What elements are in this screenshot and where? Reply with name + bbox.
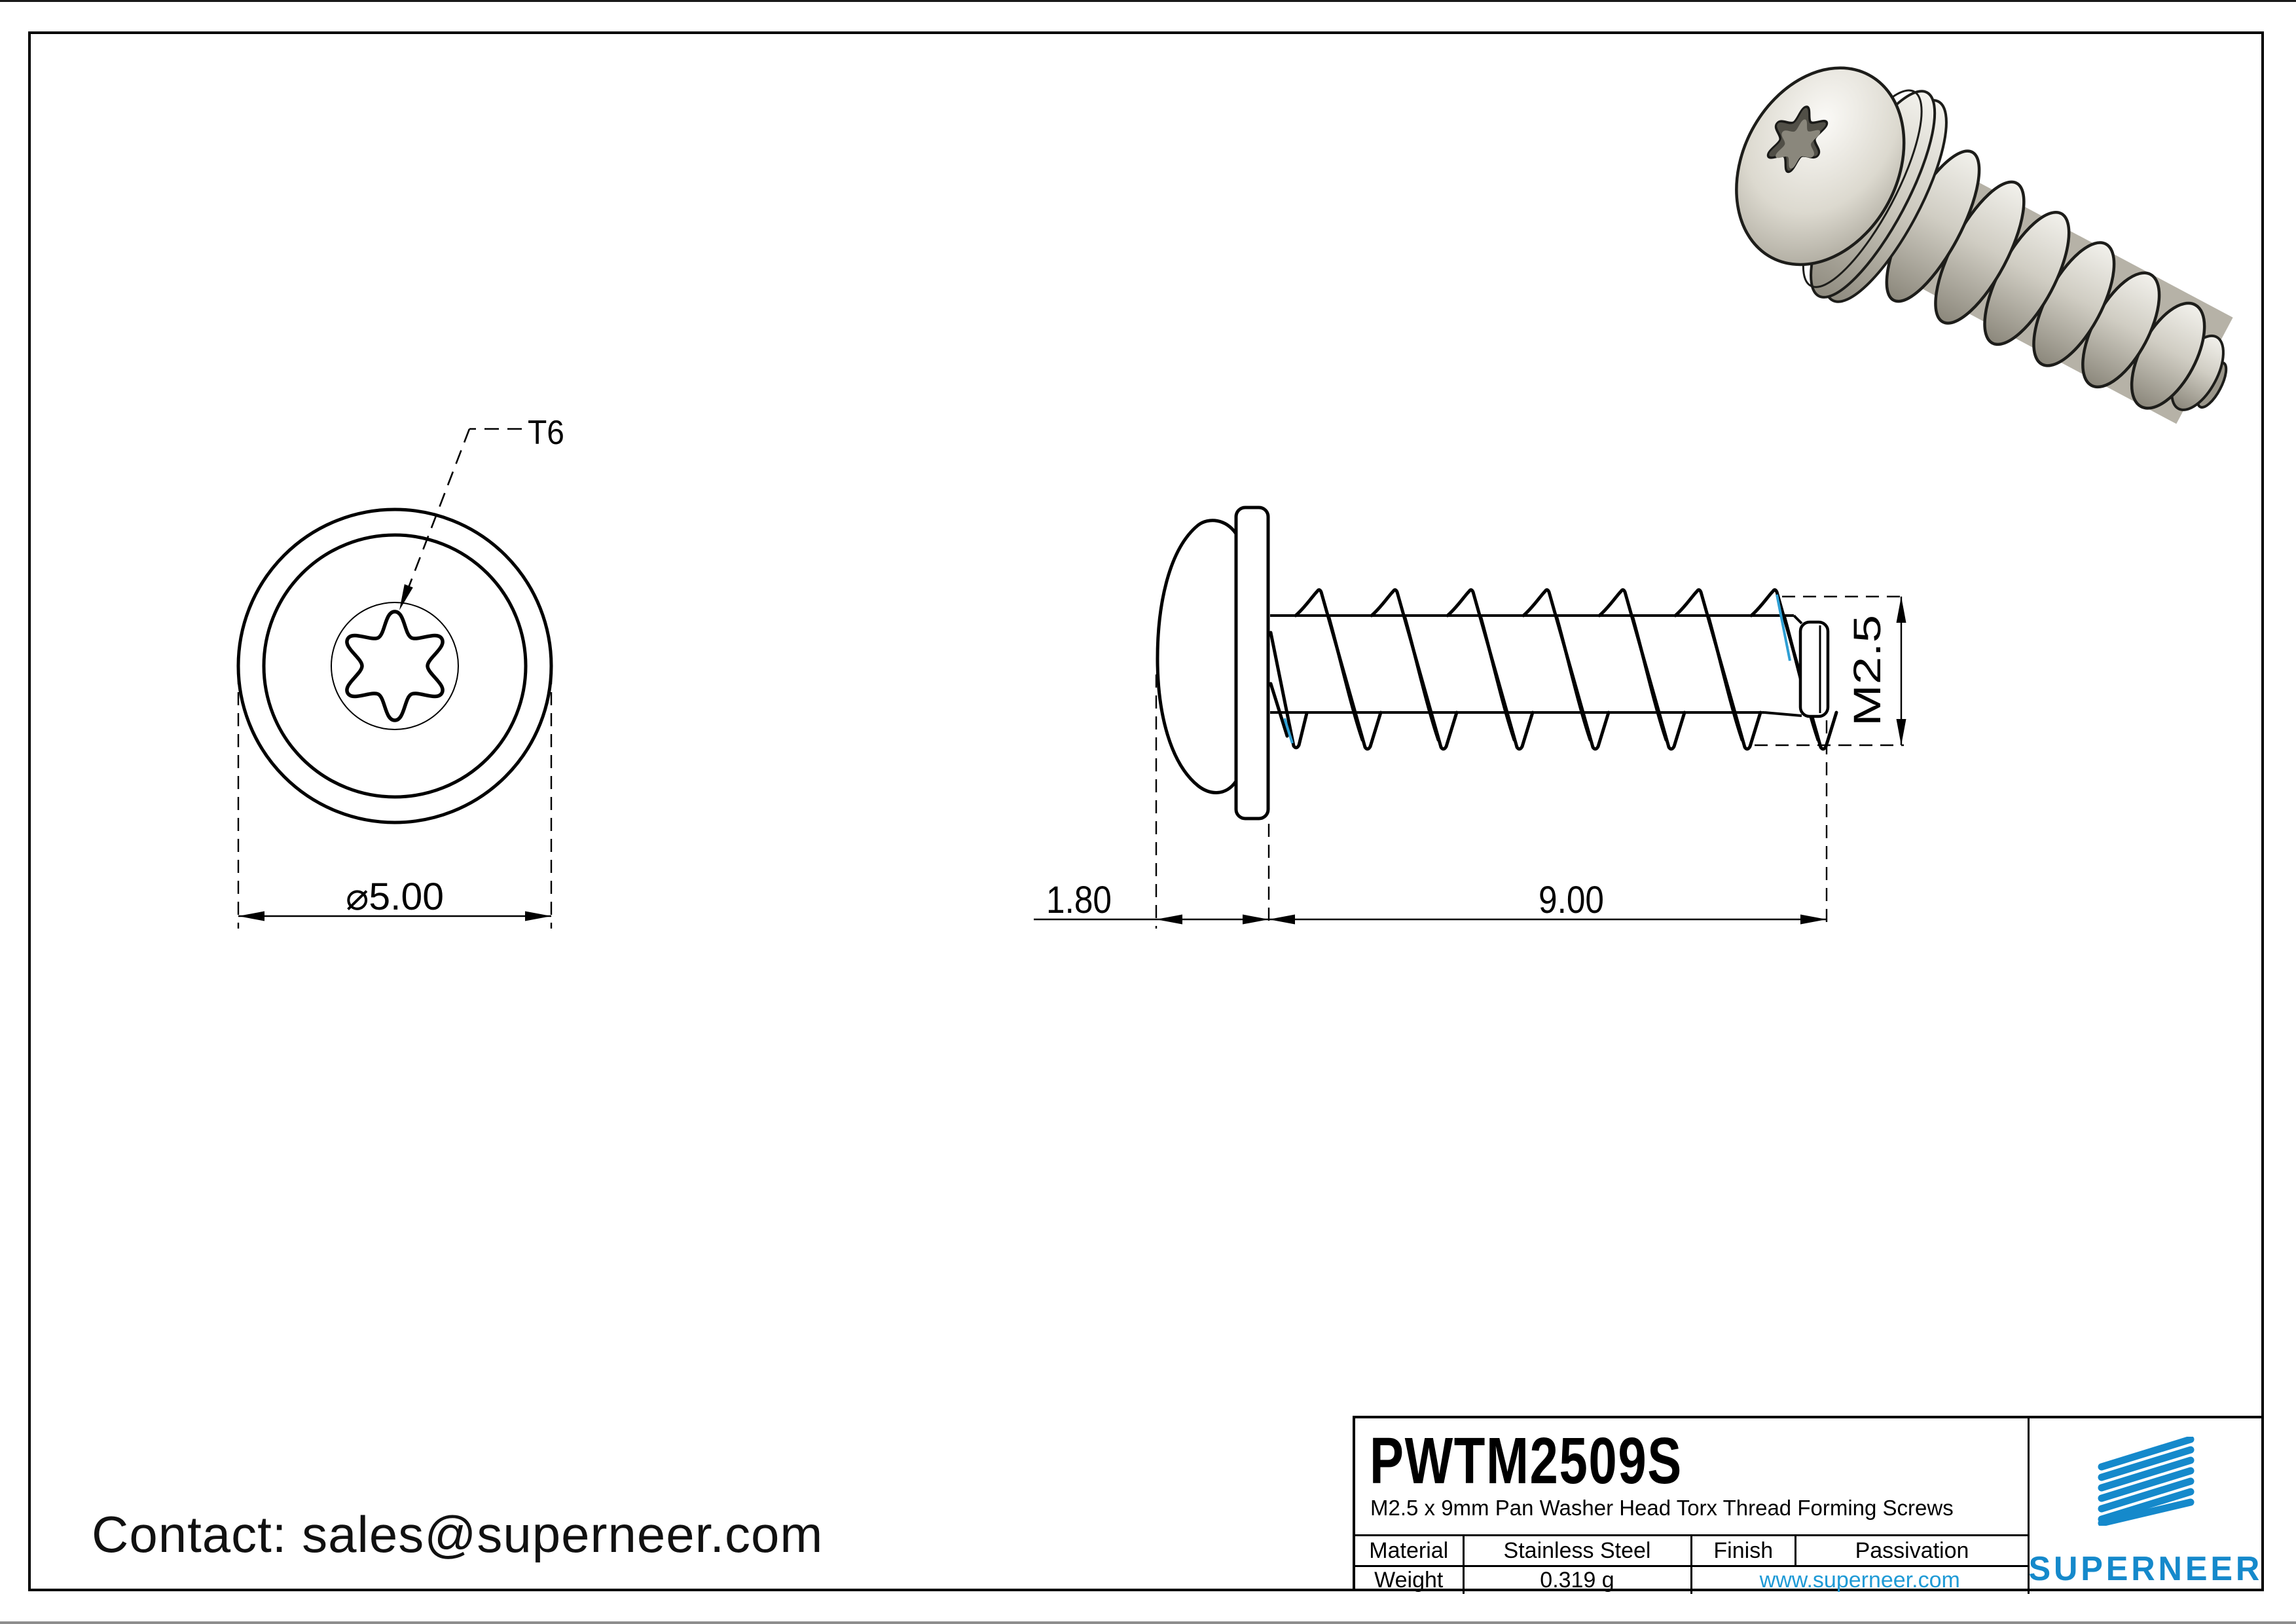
- page-bottom-edge: [0, 1621, 2296, 1624]
- torx-star-outline: [347, 612, 443, 720]
- diameter-dimension: ⌀5.00: [237, 671, 553, 929]
- thread-profile: [1269, 590, 1836, 749]
- page-top-edge: [0, 0, 2296, 2]
- screw-tip: [1764, 614, 1830, 718]
- torx-size-label: T6: [528, 414, 564, 452]
- thread-end-highlight-edge: [1776, 594, 1791, 661]
- screw-length-label: 9.00: [1539, 879, 1604, 921]
- brand-logo-mark: [2098, 1437, 2194, 1526]
- thread-size-label: M2.5: [1846, 615, 1889, 726]
- brand-logo-panel: SUPERNEER: [2028, 1418, 2263, 1589]
- drawing-border-frame: [28, 31, 2264, 1591]
- part-number: PWTM2509S: [1370, 1424, 1683, 1498]
- material-finish-row: Material Stainless Steel Finish Passivat…: [1355, 1536, 2030, 1565]
- website-link[interactable]: www.superneer.com: [1759, 1568, 1960, 1593]
- leader-arrowhead: [399, 584, 413, 610]
- weight-label: Weight: [1355, 1567, 1465, 1594]
- title-block: PWTM2509S M2.5 x 9mm Pan Washer Head Tor…: [1353, 1416, 2264, 1594]
- screw-3d-render: [1735, 66, 2233, 424]
- torx-recess-ring: [331, 602, 459, 730]
- diameter-label: ⌀5.00: [346, 876, 444, 918]
- brand-wordmark: SUPERNEER: [2028, 1550, 2263, 1588]
- washer-flange-profile: [1234, 506, 1270, 821]
- pan-head-circle: [262, 533, 528, 799]
- side-view: M2.5 1.80 9.00: [1034, 506, 1906, 929]
- thread-diameter-dimension: M2.5: [1755, 595, 1906, 747]
- front-view: T6 ⌀5.00: [236, 414, 564, 929]
- torx-size-leader: [402, 428, 522, 602]
- finish-value: Passivation: [1855, 1538, 1969, 1563]
- material-value: Stainless Steel: [1465, 1536, 1692, 1565]
- head-height-label: 1.80: [1046, 879, 1112, 921]
- part-description: M2.5 x 9mm Pan Washer Head Torx Thread F…: [1370, 1496, 1954, 1520]
- contact-email-text: Contact: sales@superneer.com: [92, 1505, 824, 1563]
- washer-outer-circle: [236, 507, 553, 824]
- weight-value: 0.319 g: [1465, 1567, 1692, 1594]
- pan-head-profile: [1156, 519, 1238, 794]
- length-dimensions: 1.80 9.00: [1034, 674, 1828, 929]
- weight-website-row: Weight 0.319 g www.superneer.com: [1355, 1565, 2030, 1594]
- finish-label: Finish: [1692, 1536, 1797, 1565]
- material-label: Material: [1355, 1536, 1465, 1565]
- title-block-description-cell: PWTM2509S M2.5 x 9mm Pan Washer Head Tor…: [1355, 1418, 2030, 1536]
- thread-start-highlight-edge: [1283, 718, 1294, 744]
